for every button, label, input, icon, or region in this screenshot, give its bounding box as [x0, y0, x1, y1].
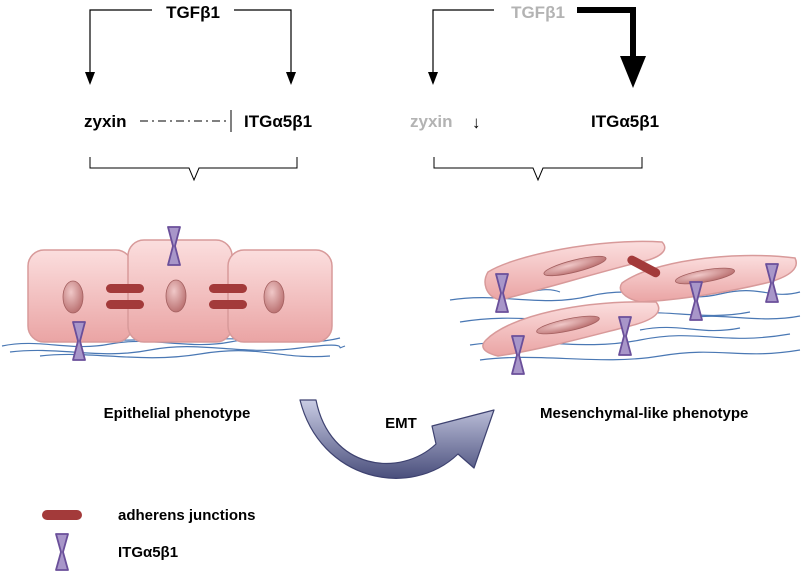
integrin-icon: [72, 321, 86, 361]
integrin-icon: [495, 273, 509, 313]
mesenchymal-phenotype-label: Mesenchymal-like phenotype: [540, 405, 748, 422]
legend: adherens junctions ITGα5β1: [42, 507, 256, 571]
left-zyxin-label: zyxin: [84, 112, 127, 131]
right-brace: [433, 157, 643, 182]
integrin-icon: [689, 281, 703, 321]
right-pathway: TGFβ1 zyxin ↓ ITGα5β1: [410, 3, 659, 182]
epithelial-illustration: [1, 226, 346, 361]
right-tgfb1-to-zyxin-arrow: [432, 9, 494, 74]
left-pathway: TGFβ1 zyxin ITGα5β1: [84, 3, 312, 182]
integrin-icon: [511, 335, 525, 375]
integrin-icon: [765, 263, 779, 303]
legend-integrin-icon: [55, 533, 69, 571]
mesenchymal-cell-3: [482, 301, 660, 357]
epithelial-nucleus-3: [263, 280, 285, 314]
epithelial-nucleus-1: [62, 280, 84, 314]
right-arrowhead-zyxin: [428, 72, 438, 85]
emt-transition-arrow: [299, 399, 495, 479]
epithelial-nucleus-2: [165, 279, 187, 313]
zyxin-decrease-arrow: ↓: [472, 113, 481, 132]
right-zyxin-label: zyxin: [410, 112, 453, 131]
mesenchymal-illustration: [449, 240, 801, 375]
left-brace: [89, 157, 298, 182]
mesenchymal-nucleus-3: [536, 315, 600, 335]
integrin-icon: [167, 226, 181, 266]
integrin-icon: [618, 316, 632, 356]
right-thick-arrowhead-itg: [620, 56, 646, 88]
mesenchymal-nucleus-1: [543, 255, 607, 277]
adherens-junction: [209, 284, 247, 293]
right-tgfb1-label: TGFβ1: [511, 3, 565, 22]
adherens-junction: [106, 300, 144, 309]
left-arrowhead-itg: [286, 72, 296, 85]
legend-junction-swatch: [42, 510, 82, 520]
left-tgfb1-label: TGFβ1: [166, 3, 220, 22]
left-arrowhead-zyxin: [85, 72, 95, 85]
adherens-junction: [209, 300, 247, 309]
adherens-junction: [627, 255, 661, 278]
adherens-junction: [106, 284, 144, 293]
left-tgfb1-to-zyxin-arrow: [89, 9, 152, 74]
legend-integrin-label: ITGα5β1: [118, 544, 178, 561]
left-tgfb1-to-itg-arrow: [234, 9, 292, 74]
legend-junction-label: adherens junctions: [118, 507, 256, 524]
right-itg-label: ITGα5β1: [591, 112, 659, 131]
left-itg-label: ITGα5β1: [244, 112, 312, 131]
mesenchymal-nucleus-2: [675, 267, 735, 285]
right-tgfb1-to-itg-thick-arrow: [577, 7, 636, 58]
epithelial-phenotype-label: Epithelial phenotype: [104, 405, 251, 422]
emt-label: EMT: [385, 415, 417, 432]
